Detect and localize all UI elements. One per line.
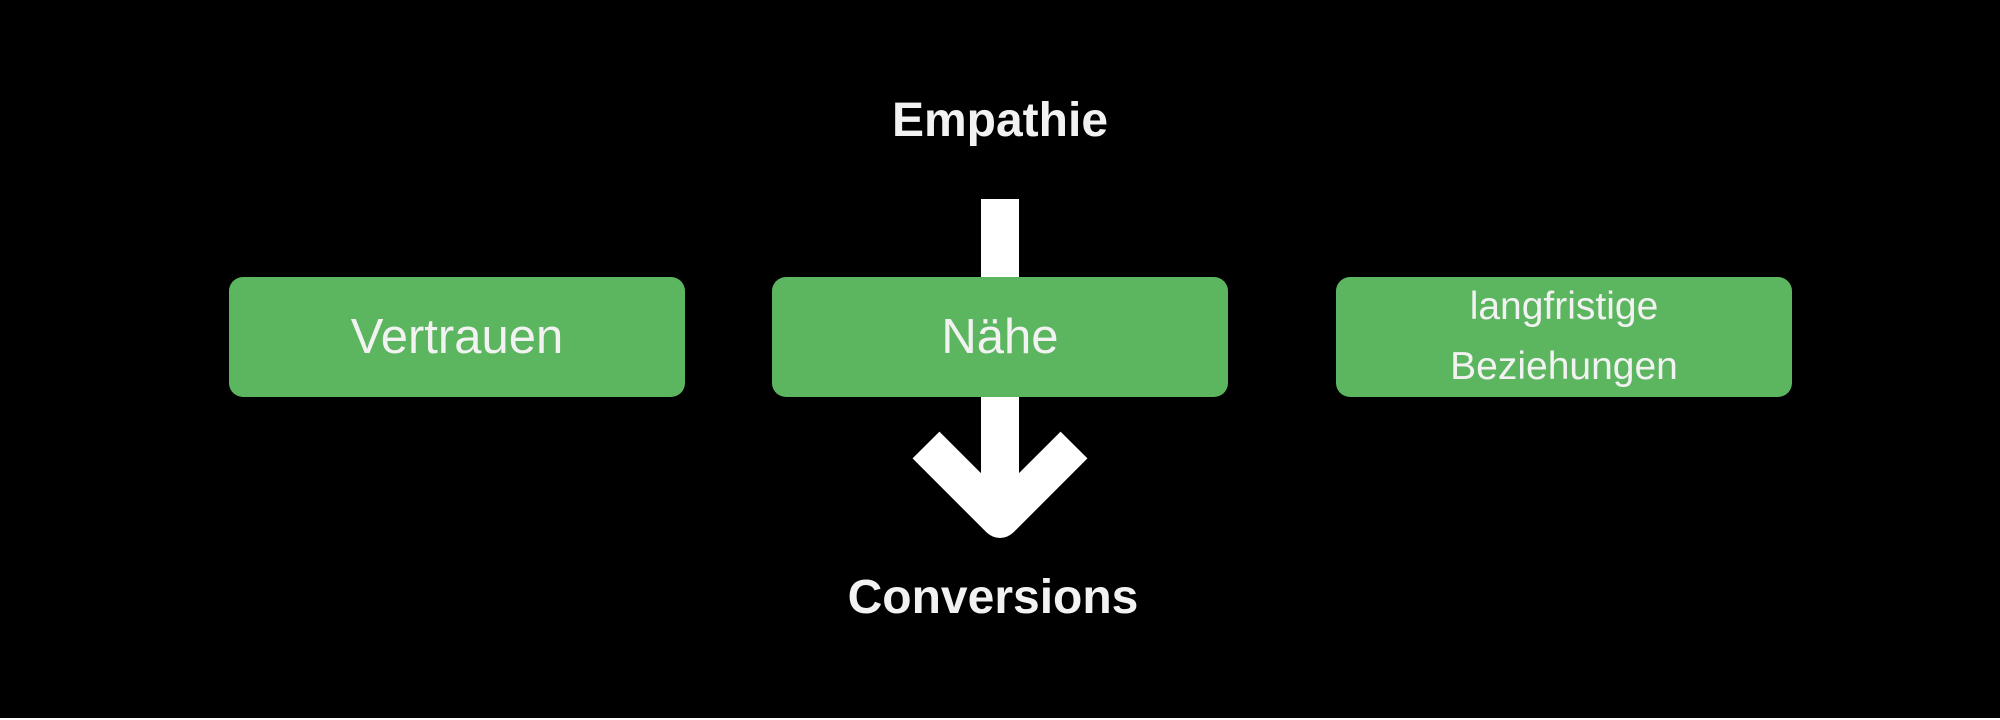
- bottom-label: Conversions: [847, 571, 1139, 624]
- box-label: langfristige Beziehungen: [1450, 285, 1678, 388]
- box-label: Vertrauen: [350, 310, 564, 364]
- arrow-head: [912, 431, 1088, 538]
- top-label: Empathie: [891, 94, 1109, 147]
- box-naehe: Nähe: [772, 277, 1228, 397]
- box-langfristige-beziehungen: langfristige Beziehungen: [1336, 277, 1792, 397]
- bottom-border: [0, 718, 2000, 720]
- box-vertrauen: Vertrauen: [229, 277, 685, 397]
- box-label: Nähe: [941, 310, 1059, 364]
